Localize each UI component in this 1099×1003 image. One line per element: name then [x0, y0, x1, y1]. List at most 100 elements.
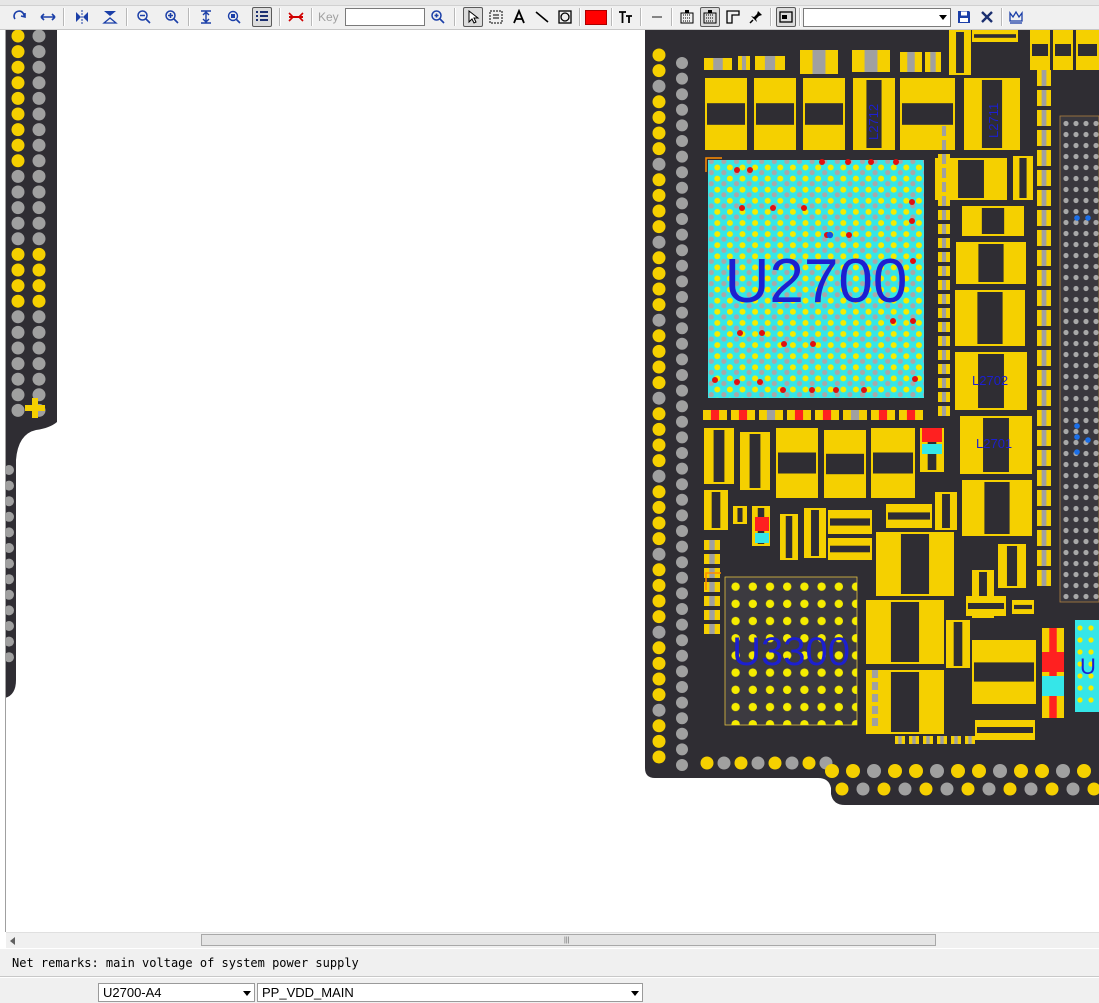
window-button[interactable]: [776, 7, 796, 27]
pcb-board[interactable]: U2700 U3300 U L2712 L2711: [0, 30, 1099, 932]
left-board-strip: [0, 30, 57, 698]
scrollbar-thumb[interactable]: |||: [201, 934, 936, 946]
toolbar: Key: [0, 0, 1099, 30]
pad: [4, 480, 14, 491]
measure-button[interactable]: [286, 7, 306, 27]
color-swatch[interactable]: [585, 10, 607, 25]
pad: [676, 181, 688, 194]
pad: [676, 431, 688, 444]
pad: [32, 154, 46, 168]
pad: [4, 636, 14, 647]
pad: [652, 64, 666, 78]
net-name-select[interactable]: PP_VDD_MAIN: [257, 983, 643, 1002]
measure-icon: [288, 12, 304, 22]
pad: [11, 154, 25, 168]
crosshair-marker: [25, 398, 45, 418]
close-button[interactable]: [977, 7, 997, 27]
pin-button[interactable]: [746, 7, 766, 27]
pad: [32, 372, 46, 386]
pad: [32, 30, 46, 43]
font-size-button[interactable]: [616, 7, 636, 27]
fit-width-button[interactable]: [38, 7, 58, 27]
component-u2700[interactable]: U2700: [705, 157, 924, 398]
mirror-horizontal-button[interactable]: [72, 7, 92, 27]
pcb-canvas[interactable]: U2700 U3300 U L2712 L2711: [0, 30, 1099, 932]
pad: [652, 625, 666, 639]
l2711-label: L2711: [986, 103, 1001, 138]
pad: [993, 764, 1007, 778]
component-right-bga[interactable]: [1059, 115, 1099, 603]
circle-tool-button[interactable]: [555, 7, 575, 27]
select-area-button[interactable]: [486, 7, 506, 27]
pad: [676, 306, 688, 319]
pad: [11, 30, 25, 43]
canvas-left-border: [0, 30, 6, 932]
pad: [652, 298, 666, 312]
pad: [652, 266, 666, 280]
pad: [32, 91, 46, 105]
search-button[interactable]: [428, 7, 448, 27]
pad: [32, 247, 46, 261]
pad: [4, 527, 14, 538]
layout-button[interactable]: [723, 7, 743, 27]
scroll-left-icon[interactable]: [10, 937, 15, 945]
u3300-label: U3300: [732, 630, 850, 674]
left-pad-column: [4, 30, 46, 663]
text-tool-button[interactable]: [509, 7, 529, 27]
mirror-horizontal-icon: [76, 10, 88, 24]
layer-top-button[interactable]: [677, 7, 697, 27]
pad: [32, 185, 46, 199]
pad: [676, 759, 688, 771]
pad: [32, 325, 46, 339]
redo-button[interactable]: [10, 7, 30, 27]
pad: [652, 344, 666, 358]
component-u-edge[interactable]: U: [1075, 620, 1099, 712]
select-pointer-button[interactable]: [463, 7, 483, 27]
pad: [652, 500, 666, 514]
chevron-down-icon: [631, 991, 639, 996]
pad: [676, 228, 688, 241]
fit-page-button[interactable]: [196, 7, 216, 27]
pad: [676, 587, 688, 600]
hline-button[interactable]: [647, 7, 667, 27]
board-rim-pads: [652, 48, 1099, 796]
pad: [930, 764, 944, 778]
part-pin-select[interactable]: U2700-A4: [98, 983, 255, 1002]
mirror-vertical-button[interactable]: [100, 7, 120, 27]
line-tool-button[interactable]: [532, 7, 552, 27]
pad: [676, 525, 688, 537]
pad: [1056, 764, 1070, 778]
crown-button[interactable]: [1006, 7, 1026, 27]
horizontal-scrollbar[interactable]: |||: [6, 932, 1099, 948]
pad: [676, 556, 688, 569]
pad: [1024, 782, 1038, 796]
pad: [11, 310, 25, 324]
pad: [676, 291, 688, 303]
net-select[interactable]: [803, 8, 951, 27]
net-remarks-bar: Net remarks: main voltage of system powe…: [0, 949, 1099, 977]
pad: [751, 756, 765, 770]
pad: [32, 123, 46, 137]
pad: [909, 764, 923, 778]
pad: [898, 782, 912, 796]
pad: [785, 756, 799, 770]
zoom-out-button[interactable]: [134, 7, 154, 27]
pad: [4, 465, 14, 475]
zoom-window-button[interactable]: [224, 7, 244, 27]
save-button[interactable]: [954, 7, 974, 27]
crown-icon: [1009, 10, 1023, 24]
layer-active-button[interactable]: [700, 7, 720, 27]
layer-top-icon: [680, 10, 694, 24]
pad: [676, 743, 688, 756]
pad: [676, 150, 688, 163]
key-search-input[interactable]: [345, 8, 425, 26]
l2702-label: L2702: [972, 373, 1008, 388]
pad: [1077, 764, 1091, 778]
pad: [717, 756, 731, 770]
zoom-in-button[interactable]: [162, 7, 182, 27]
component-u3300[interactable]: U3300: [705, 572, 858, 726]
pad: [676, 369, 688, 381]
pad: [652, 594, 666, 608]
list-button[interactable]: [252, 7, 272, 27]
pad: [825, 764, 839, 778]
